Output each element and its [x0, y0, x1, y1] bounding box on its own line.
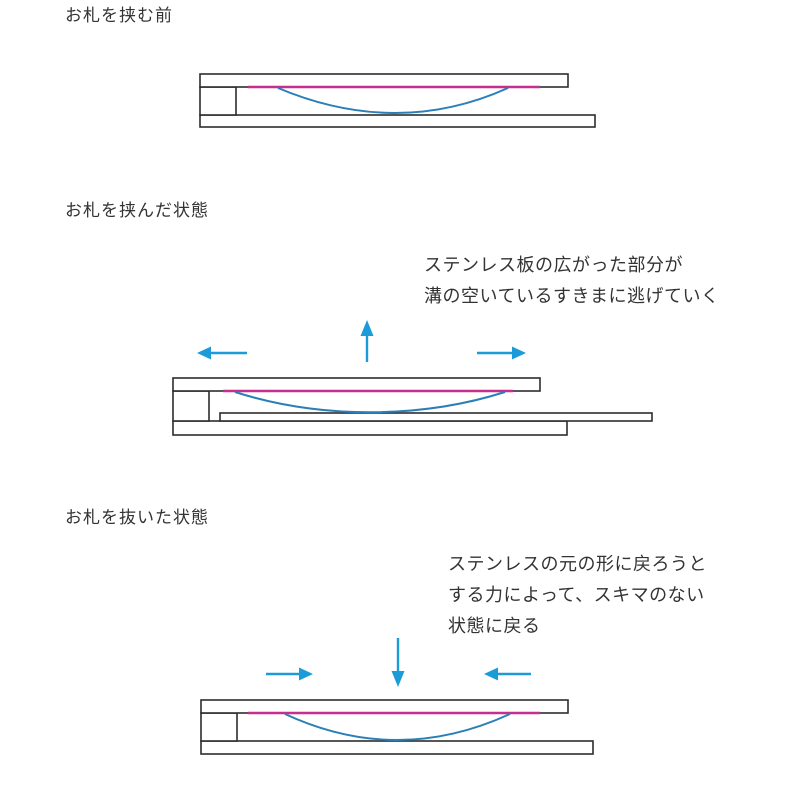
arrow-down-icon [391, 638, 405, 687]
hinge-block [172, 390, 210, 422]
arrow-left-icon [484, 667, 531, 681]
bottom-plate [199, 114, 596, 128]
section-heading-clamped: お札を挟んだ状態 [65, 201, 209, 220]
note-line: ステンレス板の広がった部分が [424, 255, 683, 275]
spring-bow-curve [277, 87, 509, 114]
diagram-clamped [172, 320, 653, 436]
hinge-block [199, 86, 237, 116]
note-line: ステンレスの元の形に戻ろうと [448, 554, 707, 574]
arrow-up-icon [360, 320, 374, 362]
diagram-removed [200, 638, 594, 755]
note-clamped: ステンレス板の広がった部分が 溝の空いているすきまに逃げていく [424, 250, 719, 312]
arrow-right-icon [477, 346, 526, 360]
note-line: 状態に戻る [448, 616, 541, 636]
hinge-block [200, 712, 238, 742]
top-plate [200, 699, 569, 714]
section-heading-removed: お札を抜いた状態 [65, 508, 209, 527]
bottom-plate [172, 420, 568, 436]
top-plate [172, 377, 541, 392]
spring-bow-curve [234, 391, 506, 414]
diagram-before-insert [199, 73, 596, 128]
arrow-right-icon [266, 667, 313, 681]
top-plate [199, 73, 569, 88]
note-line: 溝の空いているすきまに逃げていく [424, 286, 720, 306]
banknote [219, 412, 653, 422]
arrow-left-icon [197, 346, 247, 360]
spring-bow-curve [284, 713, 511, 741]
bottom-plate [200, 740, 594, 755]
note-line: する力によって、スキマのない [448, 585, 705, 605]
note-removed: ステンレスの元の形に戻ろうと する力によって、スキマのない 状態に戻る [448, 549, 707, 642]
section-heading-before-insert: お札を挟む前 [65, 6, 173, 25]
